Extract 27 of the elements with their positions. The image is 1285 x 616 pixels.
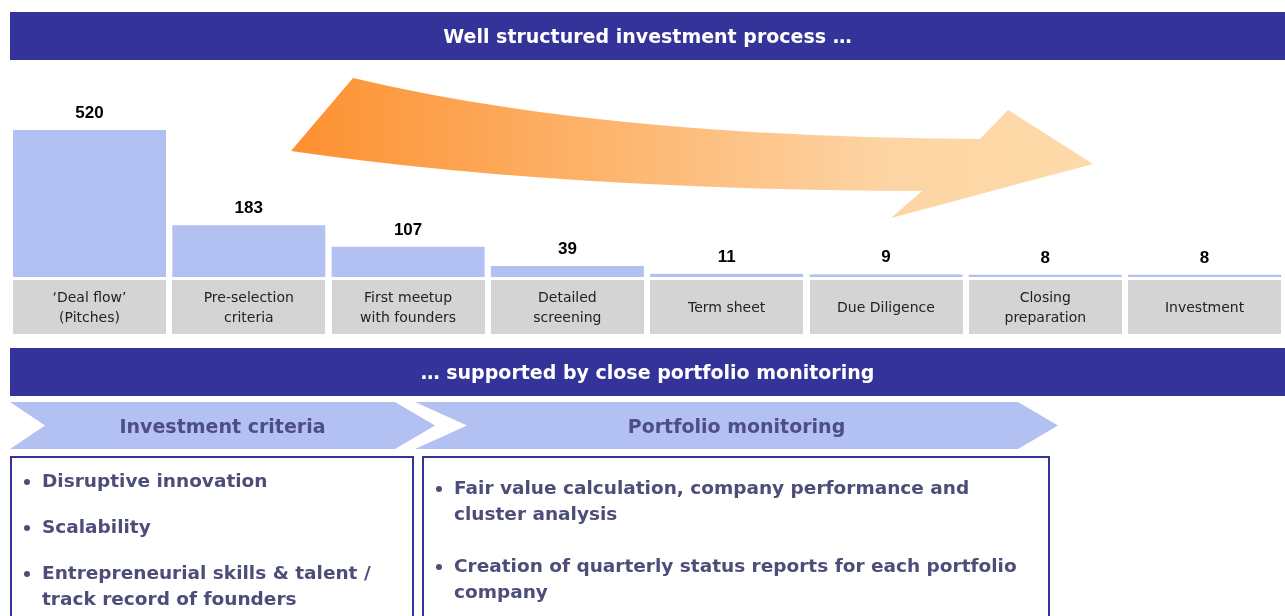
value-label: 520: [75, 103, 104, 122]
bullet-item: Entrepreneurial skills & talent / track record of founders: [42, 561, 372, 611]
bullet-list-box: [10, 456, 414, 616]
value-label: 107: [393, 219, 423, 239]
value-label: 8: [1040, 247, 1051, 267]
value-label: 39: [557, 239, 577, 258]
step-label: Portfolio monitoring: [627, 414, 846, 437]
bullet-list-box: [422, 456, 1050, 616]
category-label: Detailed screening: [490, 280, 644, 334]
category-label: Investment: [1128, 280, 1282, 334]
category-label: Due Diligence: [809, 280, 963, 334]
section-banner: … supported by close portfolio monitoring: [10, 348, 1285, 396]
bullet-item: Creation of quarterly status reports for each portfolio company: [454, 554, 1018, 604]
category-label: Pre-selection criteria: [172, 280, 326, 334]
bullet-item: Scalability: [42, 515, 151, 539]
category-label: First meetup with founders: [331, 280, 485, 334]
value-label: 183: [234, 198, 263, 218]
value-label: 8: [1199, 247, 1210, 267]
title-banner: Well structured investment process …: [10, 12, 1285, 60]
value-label: 11: [717, 246, 736, 266]
category-label: Closing preparation: [968, 280, 1122, 334]
bullet-item: Fair value calculation, company performance and cluster analysis: [454, 476, 971, 526]
category-label: Term sheet: [650, 280, 804, 334]
step-label: Investment criteria: [119, 414, 326, 437]
value-label: 9: [881, 247, 891, 267]
bullet-item: Disruptive innovation: [42, 469, 268, 493]
category-label: ‘Deal flow’ (Pitches): [13, 280, 166, 334]
